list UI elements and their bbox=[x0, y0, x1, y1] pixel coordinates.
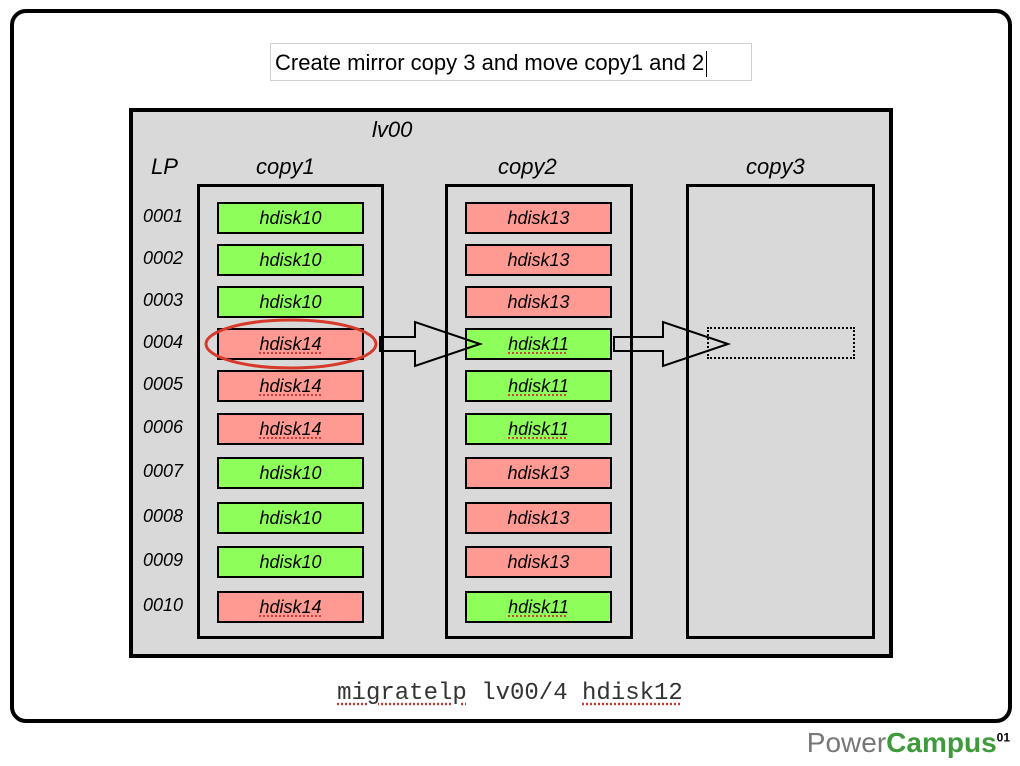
copy2-pp-label: hdisk13 bbox=[507, 208, 570, 228]
copy1-pp-label: hdisk10 bbox=[259, 552, 322, 572]
copy1-pp-label: hdisk14 bbox=[259, 376, 322, 396]
copy1-pp-label: hdisk10 bbox=[259, 208, 322, 228]
lp-number: 0008 bbox=[143, 506, 184, 526]
copy2-pp: hdisk13 bbox=[465, 546, 612, 578]
copy1-pp-label: hdisk10 bbox=[259, 292, 322, 312]
lp-number: 0001 bbox=[143, 206, 184, 226]
copy1-pp: hdisk10 bbox=[217, 546, 364, 578]
copy2-pp: hdisk13 bbox=[465, 502, 612, 534]
powercampus-logo: PowerCampus01 bbox=[806, 727, 1010, 758]
copy2-pp-label: hdisk13 bbox=[507, 463, 570, 483]
copy3-new-pp bbox=[707, 327, 855, 359]
copy1-pp-label: hdisk14 bbox=[259, 419, 322, 439]
text-cursor bbox=[706, 51, 708, 78]
lp-number: 0002 bbox=[143, 248, 184, 268]
copy2-pp-label: hdisk11 bbox=[508, 334, 569, 354]
copy3-label: copy3 bbox=[746, 154, 805, 179]
copy1-pp: hdisk10 bbox=[217, 244, 364, 276]
lv-label: lv00 bbox=[372, 117, 413, 142]
copy2-pp: hdisk13 bbox=[465, 202, 612, 234]
copy1-pp: hdisk14 bbox=[217, 591, 364, 623]
copy2-pp-label: hdisk13 bbox=[507, 552, 570, 572]
copy1-pp: hdisk10 bbox=[217, 286, 364, 318]
lp-number: 0010 bbox=[143, 595, 184, 615]
copy1-pp-label: hdisk10 bbox=[259, 508, 322, 528]
copy2-pp: hdisk11 bbox=[465, 413, 612, 445]
command-line: migratelp lv00/4 hdisk12 bbox=[0, 680, 1020, 707]
move-arrow-copy1-to-copy2 bbox=[379, 320, 484, 368]
lp-number: 0006 bbox=[143, 417, 184, 437]
lp-number: 0009 bbox=[143, 550, 184, 570]
lp-number: 0005 bbox=[143, 374, 184, 394]
lp-number: 0003 bbox=[143, 290, 184, 310]
copy2-pp: hdisk13 bbox=[465, 244, 612, 276]
copy1-pp: hdisk14 bbox=[217, 370, 364, 402]
move-arrow-copy2-to-copy3 bbox=[613, 320, 732, 368]
copy1-pp: hdisk10 bbox=[217, 502, 364, 534]
copy1-pp-label: hdisk10 bbox=[259, 463, 322, 483]
copy2-pp: hdisk13 bbox=[465, 457, 612, 489]
copy1-pp: hdisk14 bbox=[217, 413, 364, 445]
command-lv-arg: lv00/4 bbox=[481, 680, 568, 707]
copy1-pp: hdisk10 bbox=[217, 457, 364, 489]
copy1-pp-label: hdisk14 bbox=[259, 334, 322, 354]
command-disk-arg: hdisk12 bbox=[582, 680, 683, 707]
copy2-pp-label: hdisk11 bbox=[508, 419, 569, 439]
copy2-pp-label: hdisk11 bbox=[508, 597, 569, 617]
copy1-pp: hdisk10 bbox=[217, 202, 364, 234]
copy2-pp-label: hdisk13 bbox=[507, 508, 570, 528]
copy2-pp: hdisk11 bbox=[465, 591, 612, 623]
copy1-pp-label: hdisk10 bbox=[259, 250, 322, 270]
copy2-pp: hdisk13 bbox=[465, 286, 612, 318]
lp-header: LP bbox=[151, 154, 178, 179]
lp-number: 0004 bbox=[143, 332, 184, 352]
copy2-pp: hdisk11 bbox=[465, 370, 612, 402]
copy1-label: copy1 bbox=[256, 154, 315, 179]
lp-number: 0007 bbox=[143, 461, 184, 481]
copy2-pp-label: hdisk11 bbox=[508, 376, 569, 396]
copy1-pp: hdisk14 bbox=[217, 328, 364, 360]
slide-title: Create mirror copy 3 and move copy1 and … bbox=[270, 43, 752, 81]
copy2-pp-label: hdisk13 bbox=[507, 292, 570, 312]
copy2-pp: hdisk11 bbox=[465, 328, 612, 360]
copy2-label: copy2 bbox=[498, 154, 557, 179]
copy1-pp-label: hdisk14 bbox=[259, 597, 322, 617]
copy3-column bbox=[686, 184, 875, 639]
command-name: migratelp bbox=[337, 680, 467, 707]
highlight-ellipse bbox=[204, 318, 378, 370]
copy2-pp-label: hdisk13 bbox=[507, 250, 570, 270]
